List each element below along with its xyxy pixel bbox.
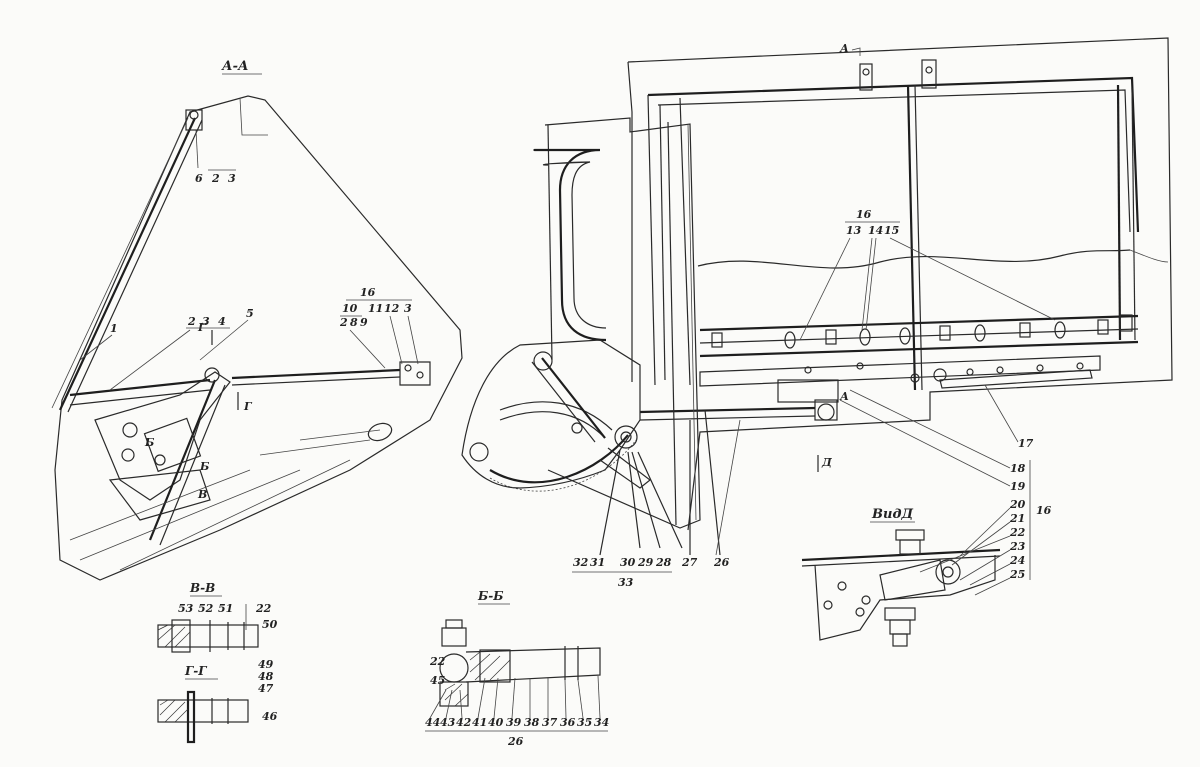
label-41: 41 bbox=[472, 716, 487, 729]
label-29: 29 bbox=[637, 556, 654, 569]
label-8: 8 bbox=[350, 316, 358, 329]
label-2-mid: 2 bbox=[187, 315, 196, 328]
label-6: 6 bbox=[195, 172, 203, 185]
label-3-top: 3 bbox=[228, 172, 236, 185]
label-16-left: 16 bbox=[360, 286, 376, 299]
label-14: 14 bbox=[868, 224, 883, 237]
label-17: 17 bbox=[1018, 437, 1034, 450]
label-53: 53 bbox=[178, 602, 194, 615]
label-43: 43 bbox=[440, 716, 456, 729]
section-vv-view: В-В 53 52 51 22 50 bbox=[157, 581, 278, 653]
rail-slots bbox=[711, 314, 1133, 349]
label-48: 48 bbox=[258, 670, 274, 683]
label-3-right: 3 bbox=[404, 302, 412, 315]
label-23: 23 bbox=[1009, 540, 1026, 553]
marker-b-left: Б bbox=[144, 436, 155, 449]
label-13: 13 bbox=[846, 224, 862, 237]
label-45: 45 bbox=[430, 674, 445, 687]
marker-g-top: Г bbox=[197, 321, 207, 334]
label-22-vv: 22 bbox=[255, 602, 272, 615]
label-47: 47 bbox=[258, 682, 274, 695]
label-30: 30 bbox=[620, 556, 636, 569]
marker-a-top: А bbox=[839, 42, 849, 55]
label-19: 19 bbox=[1010, 480, 1026, 493]
label-10: 10 bbox=[342, 302, 358, 315]
section-gg-view: Г-Г 49 48 47 46 bbox=[157, 658, 278, 744]
label-9: 9 bbox=[360, 316, 368, 329]
label-21: 21 bbox=[1009, 512, 1025, 525]
marker-d: Д bbox=[821, 456, 832, 469]
label-49: 49 bbox=[258, 658, 274, 671]
section-vv-title: В-В bbox=[189, 581, 215, 595]
label-3-mid: 3 bbox=[202, 315, 210, 328]
label-20: 20 bbox=[1009, 498, 1026, 511]
main-assembly-view: А bbox=[461, 37, 1173, 589]
section-aa-title: А-А bbox=[221, 59, 249, 74]
marker-a-bottom: А bbox=[839, 390, 849, 403]
label-44: 44 bbox=[425, 716, 440, 729]
label-52: 52 bbox=[198, 602, 214, 615]
section-bb-title: Б-Б bbox=[477, 589, 504, 603]
label-12: 12 bbox=[384, 302, 400, 315]
label-28: 28 bbox=[655, 556, 672, 569]
label-22-right: 22 bbox=[1009, 526, 1026, 539]
label-4: 4 bbox=[218, 315, 226, 328]
label-32: 32 bbox=[573, 556, 589, 569]
label-51: 51 bbox=[218, 602, 233, 615]
section-gg-title: Г-Г bbox=[184, 664, 207, 678]
label-40: 40 bbox=[488, 716, 504, 729]
label-15: 15 bbox=[884, 224, 899, 237]
section-aa-view: А-А Г Г Б Б В bbox=[51, 59, 463, 581]
label-27: 27 bbox=[681, 556, 698, 569]
view-d: ВидД bbox=[801, 507, 1011, 647]
label-50: 50 bbox=[262, 618, 278, 631]
marker-g-right: Г bbox=[243, 400, 253, 413]
label-18: 18 bbox=[1010, 462, 1026, 475]
section-bb-view: Б-Б 22 45 44 43 42 41 40 39 38 37 36 35 … bbox=[425, 589, 609, 748]
label-26-bb: 26 bbox=[507, 735, 524, 748]
label-36: 36 bbox=[560, 716, 576, 729]
label-46: 46 bbox=[262, 710, 278, 723]
label-42: 42 bbox=[456, 716, 472, 729]
label-16-right: 16 bbox=[1036, 504, 1052, 517]
label-31: 31 bbox=[590, 556, 605, 569]
marker-b-right: Б bbox=[199, 460, 210, 473]
view-d-title: ВидД bbox=[871, 507, 913, 522]
label-5: 5 bbox=[246, 307, 254, 320]
label-1: 1 bbox=[110, 322, 118, 335]
label-16-top: 16 bbox=[856, 208, 872, 221]
label-11: 11 bbox=[368, 302, 383, 315]
label-35: 35 bbox=[577, 716, 592, 729]
label-2-right: 2 bbox=[339, 316, 348, 329]
label-34: 34 bbox=[594, 716, 609, 729]
label-25: 25 bbox=[1009, 568, 1025, 581]
label-22-bb: 22 bbox=[429, 655, 446, 668]
label-24: 24 bbox=[1009, 554, 1025, 567]
label-2-top: 2 bbox=[211, 172, 220, 185]
marker-v: В bbox=[197, 488, 207, 501]
label-33: 33 bbox=[618, 576, 634, 589]
label-37: 37 bbox=[542, 716, 558, 729]
label-39: 39 bbox=[506, 716, 522, 729]
label-38: 38 bbox=[524, 716, 540, 729]
label-26-main: 26 bbox=[713, 556, 730, 569]
